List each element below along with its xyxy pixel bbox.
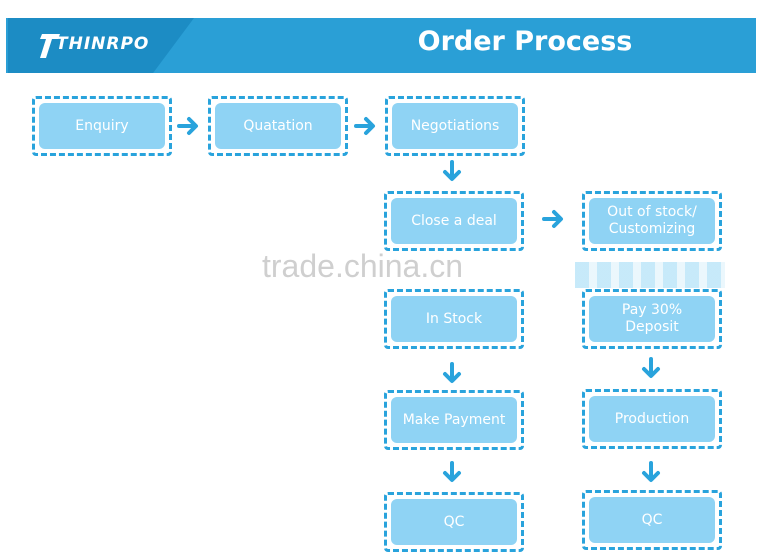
logo-text: THINRPO (56, 34, 150, 54)
node-quatation: Quatation (208, 96, 348, 156)
arrow-icon (443, 362, 461, 383)
arrow-icon (443, 160, 461, 181)
arrow-icon (642, 461, 660, 482)
node-pay-deposit-label: Pay 30% Deposit (589, 296, 715, 342)
arrow-icon (642, 357, 660, 378)
arrow-icon (443, 461, 461, 482)
node-in-stock-label: In Stock (391, 296, 517, 342)
arrow-icon (542, 210, 563, 228)
node-negotiations-label: Negotiations (392, 103, 518, 149)
watermark-text: trade.china.cn (262, 248, 464, 284)
node-qc-right: QC (582, 490, 722, 550)
watermark-strip (575, 262, 725, 288)
node-quatation-label: Quatation (215, 103, 341, 149)
node-out-of-stock: Out of stock/ Customizing (582, 191, 722, 251)
header-white-strip (0, 0, 190, 16)
arrow-icon (354, 117, 375, 135)
node-production-label: Production (589, 396, 715, 442)
node-out-of-stock-label: Out of stock/ Customizing (589, 198, 715, 244)
node-negotiations: Negotiations (385, 96, 525, 156)
arrow-icon (177, 117, 198, 135)
node-qc-right-label: QC (589, 497, 715, 543)
node-close-deal: Close a deal (384, 191, 524, 251)
node-enquiry: Enquiry (32, 96, 172, 156)
node-pay-deposit: Pay 30% Deposit (582, 289, 722, 349)
page-title: Order Process (417, 26, 633, 57)
node-enquiry-label: Enquiry (39, 103, 165, 149)
node-qc-left: QC (384, 492, 524, 552)
node-qc-left-label: QC (391, 499, 517, 545)
node-make-payment: Make Payment (384, 390, 524, 450)
node-production: Production (582, 389, 722, 449)
node-in-stock: In Stock (384, 289, 524, 349)
node-make-payment-label: Make Payment (391, 397, 517, 443)
node-close-deal-label: Close a deal (391, 198, 517, 244)
logo-icon (40, 34, 60, 58)
